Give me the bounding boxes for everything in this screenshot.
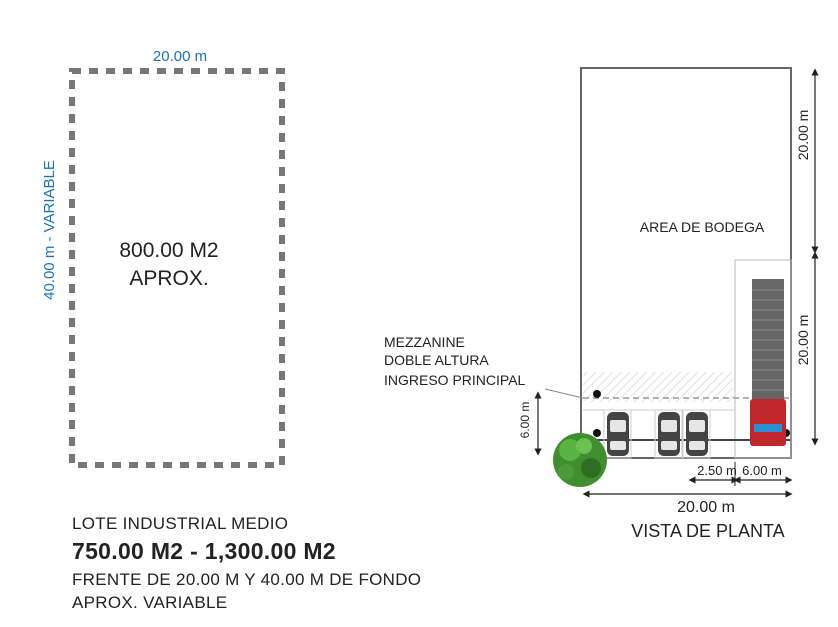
dim-label-parking: 2.50 m xyxy=(697,463,737,478)
car-icon xyxy=(658,412,680,456)
double-height-label: DOBLE ALTURA xyxy=(384,352,489,368)
lot-area-range: 750.00 M2 - 1,300.00 M2 xyxy=(72,538,336,564)
lot-area-value: 800.00 M2 xyxy=(119,239,218,262)
mezzanine-dot xyxy=(593,390,601,398)
tree-icon xyxy=(553,433,607,487)
lot-type-label: LOTE INDUSTRIAL MEDIO xyxy=(72,514,289,533)
mezzanine-band xyxy=(583,372,733,402)
lot-area-approx: APROX. xyxy=(129,267,208,290)
dim-label-right: 20.00 m xyxy=(795,315,811,366)
truck-icon xyxy=(750,279,786,446)
dim-label-left: 6.00 m xyxy=(518,402,532,439)
mezzanine-label: MEZZANINE xyxy=(384,334,465,350)
loading-yard xyxy=(734,259,792,459)
parking-stalls xyxy=(603,409,711,459)
lot-width-label: 20.00 m xyxy=(153,48,207,65)
lot-depth-label: 40.00 m - VARIABLE xyxy=(41,160,58,300)
dim-label-truck: 6.00 m xyxy=(742,463,782,478)
dim-label-top: 20.00 m xyxy=(795,110,811,161)
main-entrance-label: INGRESO PRINCIPAL xyxy=(384,372,526,388)
lot-dimensions-text: FRENTE DE 20.00 M Y 40.00 M DE FONDO xyxy=(72,570,422,589)
car-icon xyxy=(607,412,629,456)
lot-outline xyxy=(69,68,285,468)
entry-dot xyxy=(593,429,601,437)
plan-view: AREA DE BODEGA xyxy=(384,67,819,541)
lot-variable-note: APROX. VARIABLE xyxy=(72,593,228,612)
warehouse-label: AREA DE BODEGA xyxy=(640,219,765,235)
mezzanine-leader xyxy=(544,388,584,399)
dim-label-width: 20.00 m xyxy=(677,499,735,516)
plan-view-title: VISTA DE PLANTA xyxy=(631,521,784,541)
car-icon xyxy=(686,412,708,456)
